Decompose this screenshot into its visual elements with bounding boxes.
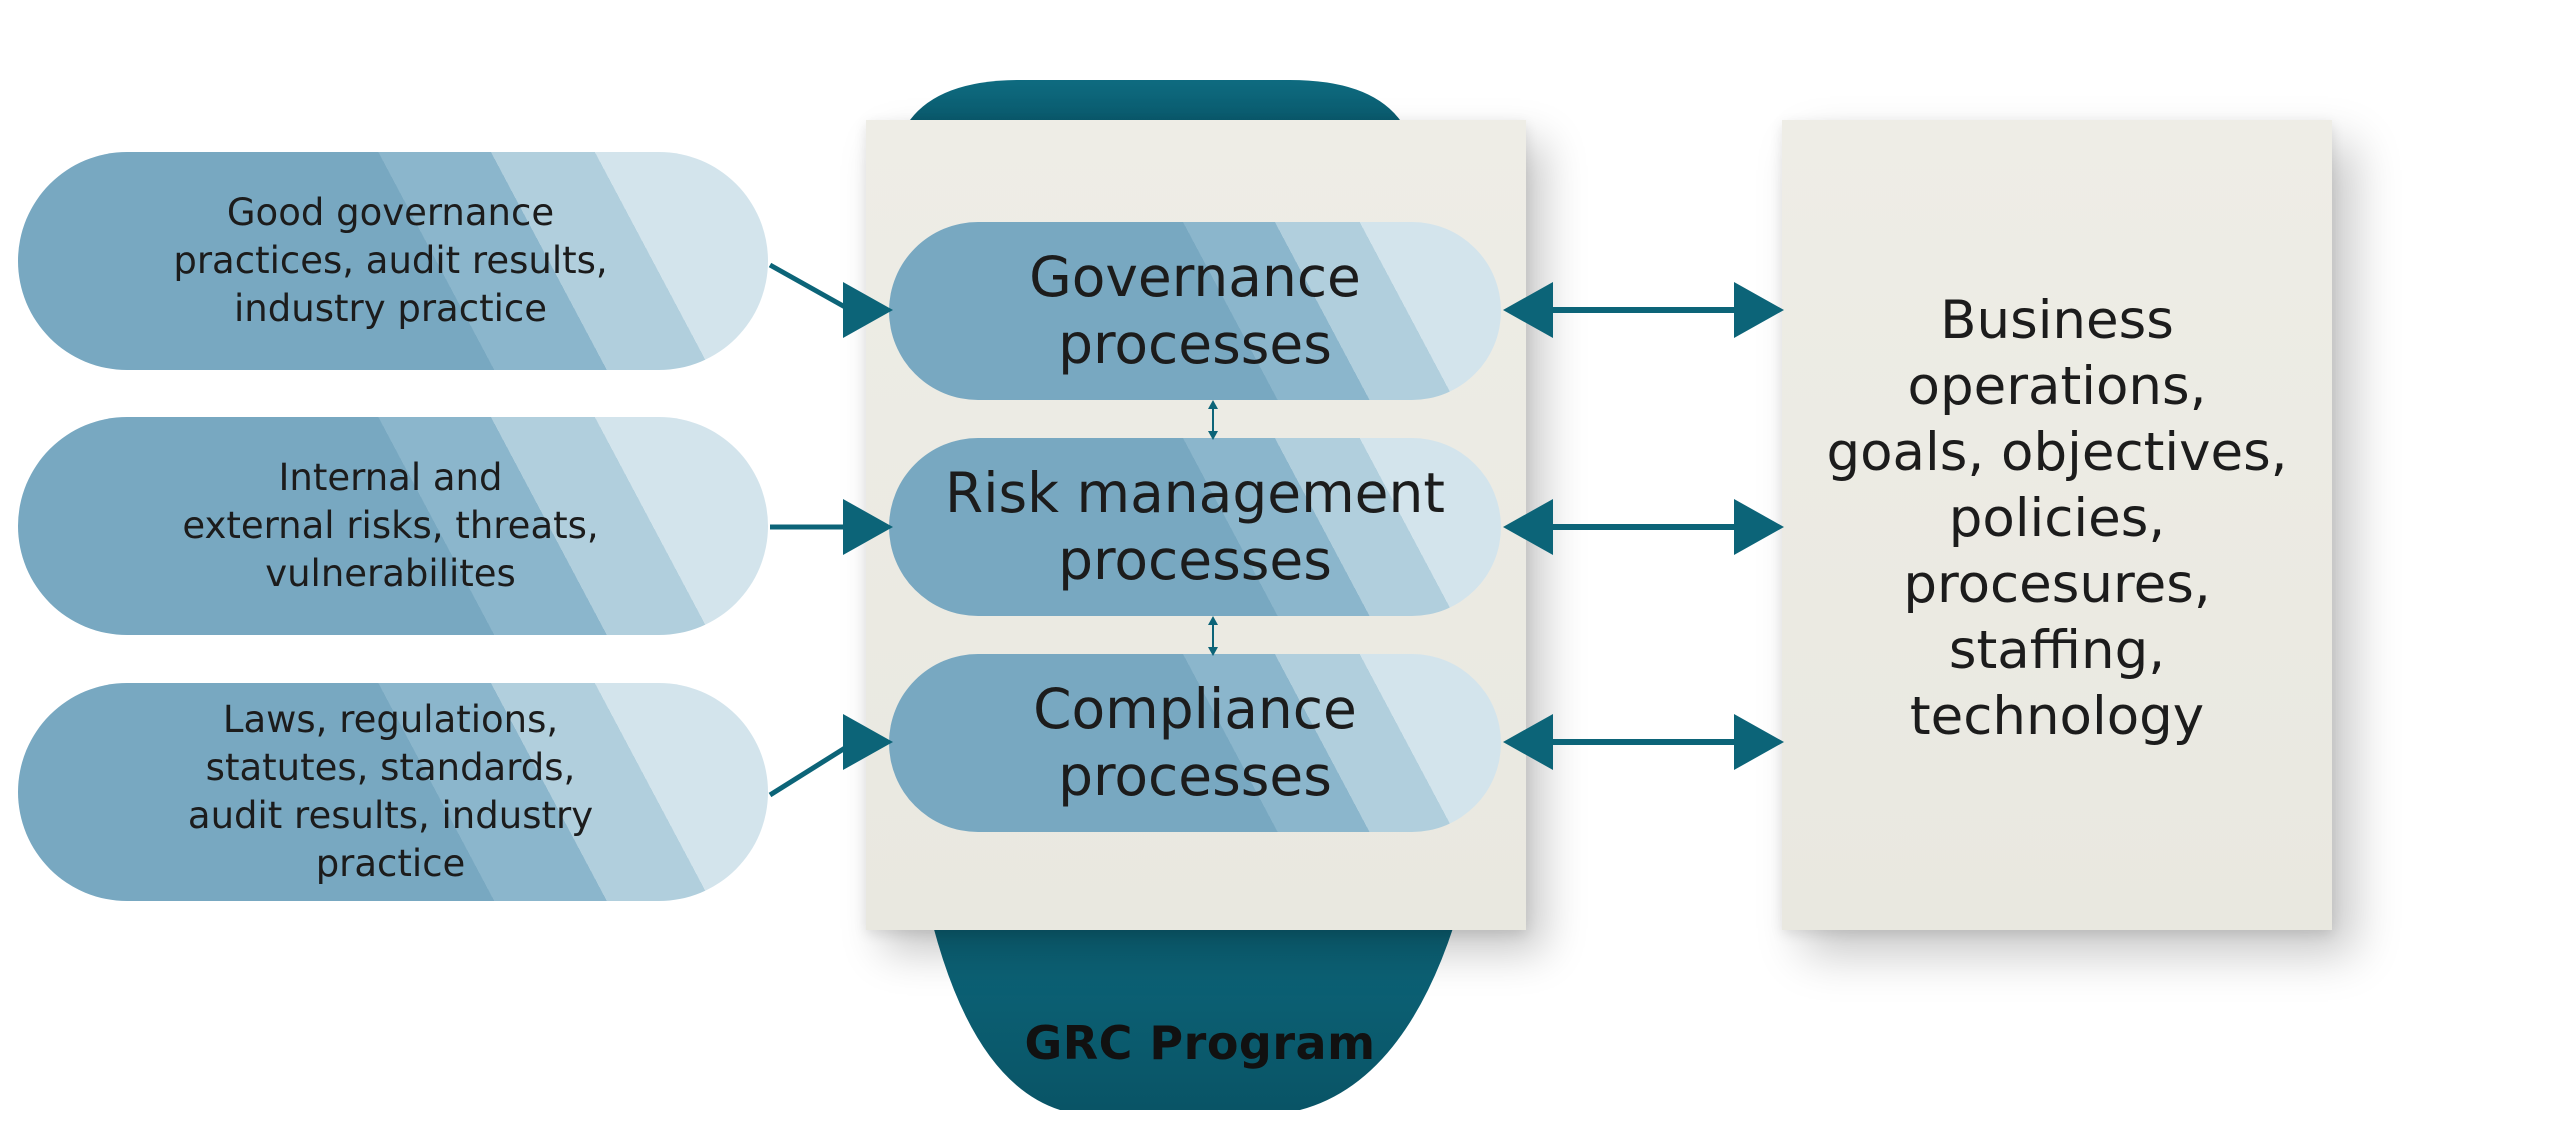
input-risk-pill: Internal and external risks, threats, vu…: [18, 417, 768, 635]
arrow-input-risk: [770, 499, 893, 555]
compliance-process-pill: Compliance processes: [889, 654, 1501, 832]
business-operations-text: Business operations, goals, objectives, …: [1826, 290, 2288, 747]
arrow-input-compliance: [768, 714, 893, 798]
arrow-compliance-business: [1503, 714, 1784, 770]
compliance-process-label: Compliance processes: [1033, 677, 1357, 808]
arrow-governance-risk: [1208, 400, 1218, 440]
governance-process-pill: Governance processes: [889, 222, 1501, 400]
grc-program-label: GRC Program: [1024, 1016, 1376, 1070]
arrow-risk-business: [1503, 499, 1784, 555]
risk-process-pill: Risk management processes: [889, 438, 1501, 616]
business-operations-panel: Business operations, goals, objectives, …: [1782, 120, 2332, 930]
risk-process-label: Risk management processes: [945, 461, 1445, 592]
input-compliance-label: Laws, regulations, statutes, standards, …: [187, 698, 594, 885]
input-risk-label: Internal and external risks, threats, vu…: [182, 456, 599, 595]
input-governance-pill: Good governance practices, audit results…: [18, 152, 768, 370]
arrow-input-governance: [768, 262, 893, 338]
arrow-governance-business: [1503, 282, 1784, 338]
arrow-risk-compliance: [1208, 616, 1218, 656]
input-compliance-pill: Laws, regulations, statutes, standards, …: [18, 683, 768, 901]
governance-process-label: Governance processes: [1029, 245, 1361, 376]
input-governance-label: Good governance practices, audit results…: [173, 191, 608, 330]
